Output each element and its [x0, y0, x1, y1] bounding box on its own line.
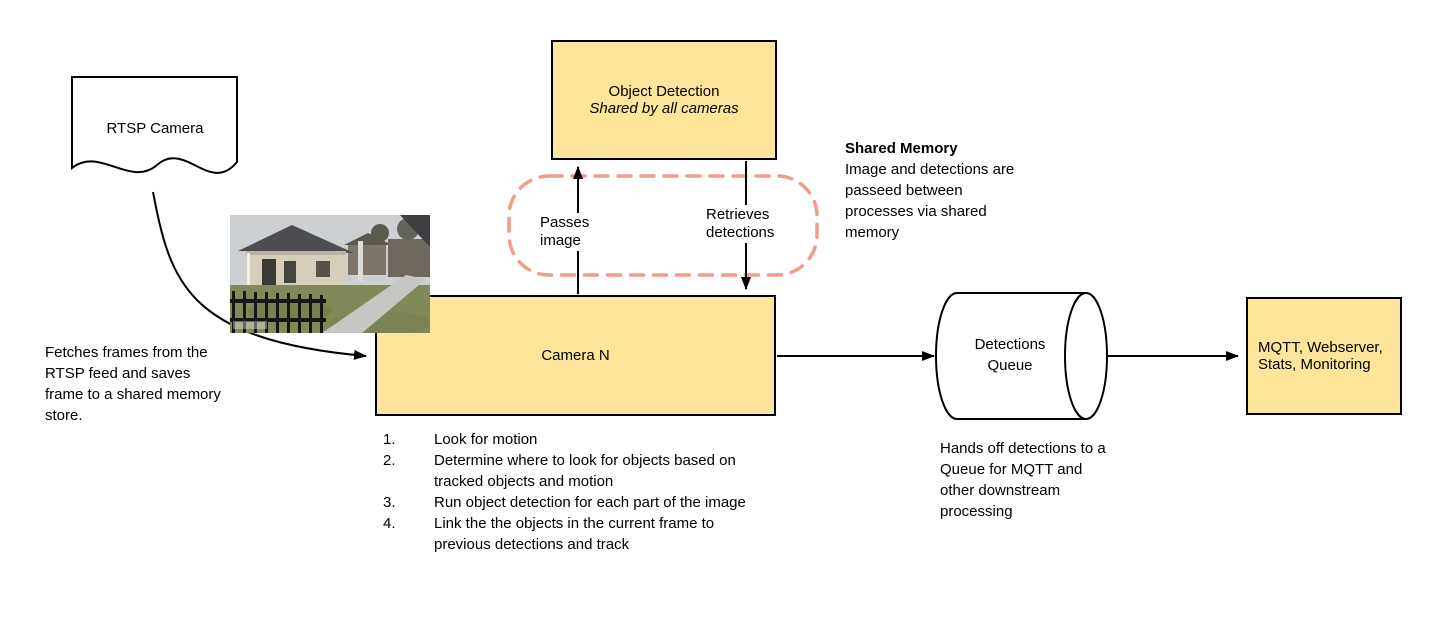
rtsp-camera-label: RTSP Camera — [106, 120, 204, 137]
camera-n-box: Camera N — [375, 295, 776, 416]
shared-memory-body: Image and detections are passeed between… — [845, 161, 1015, 241]
mqtt-webserver-label: MQTT, Webserver, Stats, Monitoring — [1258, 339, 1383, 373]
camera-n-label: Camera N — [541, 347, 610, 364]
step-number: 4. — [383, 515, 396, 532]
shared-memory-title: Shared Memory — [845, 140, 958, 157]
detections-queue-label: Detections Queue — [974, 336, 1046, 374]
mqtt-webserver-box: MQTT, Webserver, Stats, Monitoring — [1246, 297, 1402, 415]
step-number: 3. — [383, 494, 396, 511]
rtsp-document-shape — [71, 76, 238, 174]
list-item: 4. Link the the objects in the current f… — [383, 513, 763, 555]
rtsp-fetch-note: Fetches frames from the RTSP feed and sa… — [45, 344, 221, 424]
list-item: 2. Determine where to look for objects b… — [383, 450, 763, 492]
step-text: Look for motion — [434, 431, 538, 448]
list-item: 1. Look for motion — [383, 429, 763, 450]
queue-handoff-note: Hands off detections to a Queue for MQTT… — [940, 440, 1106, 520]
object-detection-title: Object Detection — [608, 83, 720, 100]
object-detection-box: Object Detection Shared by all cameras — [551, 40, 777, 160]
shared-memory-dashed-boundary — [507, 174, 819, 277]
retrieves-detections-label: Retrieves detections — [704, 205, 792, 243]
camera-snapshot-image — [230, 215, 430, 335]
step-number: 1. — [383, 431, 396, 448]
step-text: Run object detection for each part of th… — [434, 494, 746, 511]
queue-cylinder-shape — [935, 292, 1108, 420]
rtsp-to-camera-arrow — [152, 191, 367, 360]
camera-steps-list: 1. Look for motion 2. Determine where to… — [383, 429, 763, 555]
list-item: 3. Run object detection for each part of… — [383, 492, 763, 513]
object-detection-subtitle: Shared by all cameras — [589, 100, 739, 117]
shared-memory-annotation: Shared Memory Image and detections are p… — [845, 138, 1045, 243]
step-text: Link the the objects in the current fram… — [434, 515, 715, 553]
step-text: Determine where to look for objects base… — [434, 452, 736, 490]
camera-snapshot-art — [230, 215, 430, 335]
step-number: 2. — [383, 452, 396, 469]
passes-image-label: Passes image — [538, 213, 604, 251]
